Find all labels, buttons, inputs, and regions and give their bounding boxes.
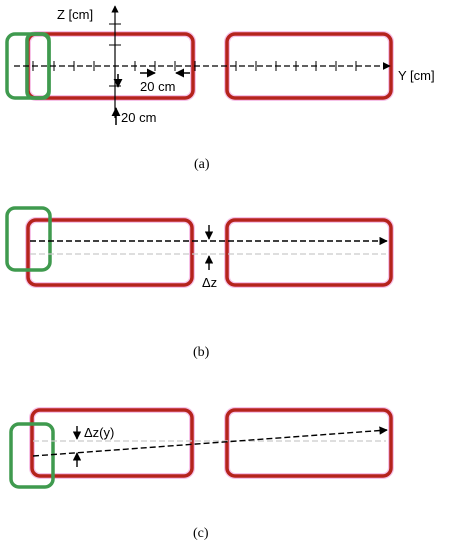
panel-b-caption: (b)	[193, 345, 210, 360]
panel-b-beam-box	[5, 206, 52, 272]
panel-a-z-axis-label: Z [cm]	[57, 7, 93, 22]
panel-a-y-ticks	[32, 61, 357, 71]
panel-a-module-right	[225, 32, 393, 100]
panel-b: Δz (b)	[5, 206, 394, 360]
panel-a-caption: (a)	[194, 157, 210, 172]
panel-b-offset-label: Δz	[202, 275, 217, 290]
module-glow	[29, 407, 195, 479]
panel-a-y-scale-label: 20 cm	[140, 79, 175, 94]
panel-c: Δz(y) (c)	[9, 407, 394, 541]
panel-c-track-line	[32, 426, 388, 457]
panel-c-beam-box	[9, 422, 55, 489]
panel-b-module-right	[225, 218, 393, 287]
panel-c-module-right	[225, 408, 393, 478]
panel-c-offset-label: Δz(y)	[84, 425, 114, 440]
panel-a-z-scale-label: 20 cm	[121, 110, 156, 125]
panel-a-y-axis-label: Y [cm]	[398, 68, 435, 83]
module-glow	[224, 217, 394, 288]
panel-a: Z [cm] Y [cm] 20 cm 20 cm (a)	[5, 5, 435, 172]
panel-c-module-left	[30, 408, 194, 478]
panel-b-module-left	[26, 218, 194, 287]
panel-c-caption: (c)	[193, 526, 209, 541]
module-glow	[25, 217, 195, 288]
module-glow	[224, 407, 394, 479]
